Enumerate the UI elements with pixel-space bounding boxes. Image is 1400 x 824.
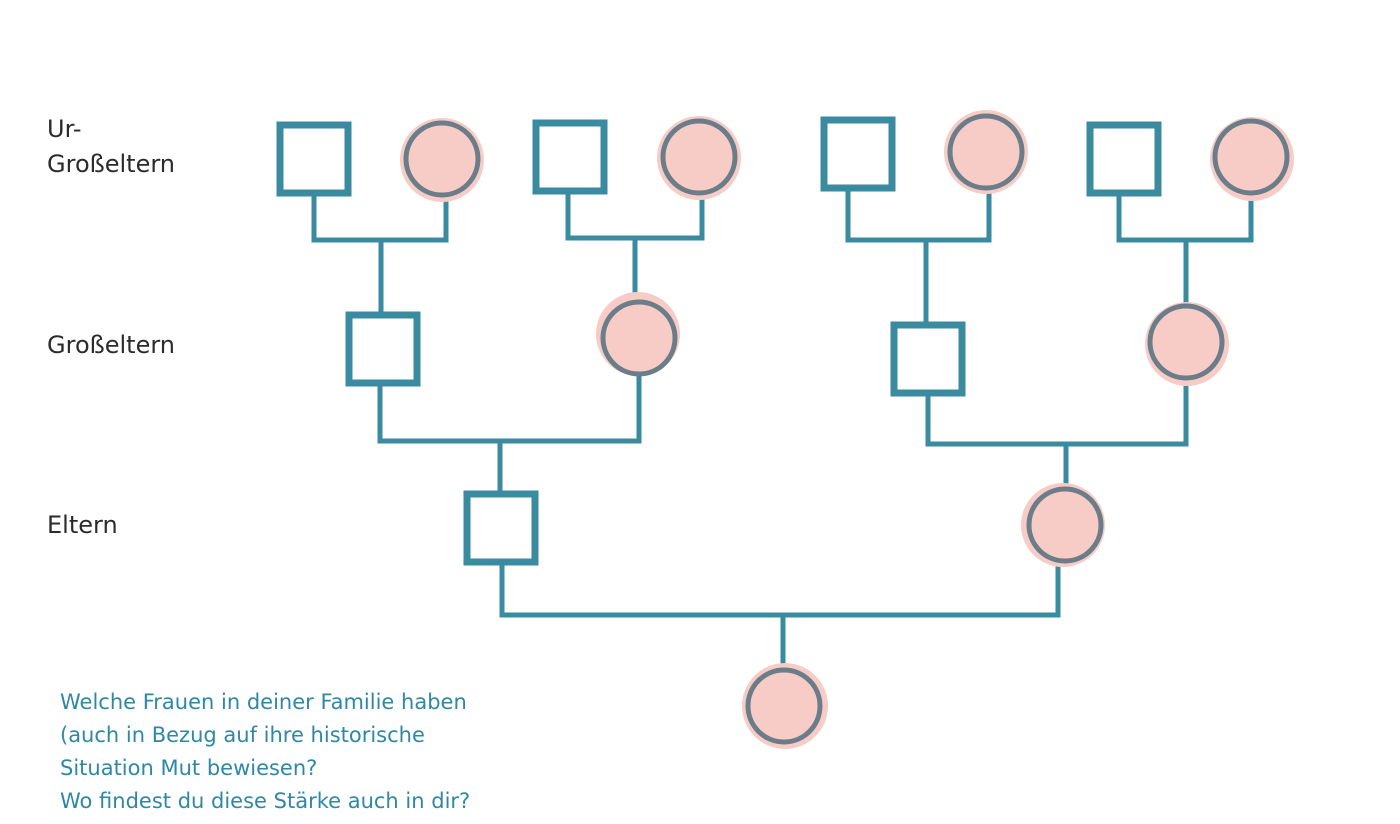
label-grandparents: Großeltern <box>47 331 176 359</box>
female-circle-icon <box>403 120 481 198</box>
female-circle-icon <box>745 667 823 745</box>
connector-gp-pair-left <box>377 373 642 496</box>
question-line: (auch in Bezug auf ihre historische <box>60 723 425 747</box>
parents-row <box>463 483 1105 567</box>
connector-ggp-pair-4 <box>1116 191 1254 307</box>
tree-connectors <box>311 185 1254 671</box>
male-square-icon <box>276 121 352 197</box>
female-circle-icon <box>1147 303 1225 381</box>
connector-ggp-pair-3 <box>845 185 992 326</box>
female-circle-icon <box>600 299 678 377</box>
question-line: Situation Mut bewiesen? <box>60 756 318 780</box>
male-square-icon <box>532 119 608 195</box>
female-circle-icon <box>1026 486 1104 564</box>
grandparents-row <box>345 292 1229 397</box>
child-row <box>742 663 828 749</box>
question-line: Welche Frauen in deiner Familie haben <box>60 690 467 714</box>
connector-ggp-pair-1 <box>311 190 449 317</box>
male-square-icon <box>890 321 966 397</box>
label-parents: Eltern <box>47 511 118 539</box>
connector-ggp-pair-2 <box>565 189 705 301</box>
female-circle-icon <box>660 118 738 196</box>
male-square-icon <box>820 116 896 192</box>
question-line: Wo findest du diese Stärke auch in dir? <box>60 789 471 813</box>
connector-parents <box>499 560 1061 671</box>
connector-gp-pair-right <box>925 378 1189 490</box>
female-circle-icon <box>947 113 1025 191</box>
label-great-grandparents: Ur- Großeltern <box>47 115 176 178</box>
great-grandparents-row <box>276 110 1294 202</box>
male-square-icon <box>1086 121 1162 197</box>
male-square-icon <box>463 490 539 566</box>
female-circle-icon <box>1212 118 1290 196</box>
reflection-question: Welche Frauen in deiner Familie haben (a… <box>60 686 470 818</box>
male-square-icon <box>345 311 421 387</box>
